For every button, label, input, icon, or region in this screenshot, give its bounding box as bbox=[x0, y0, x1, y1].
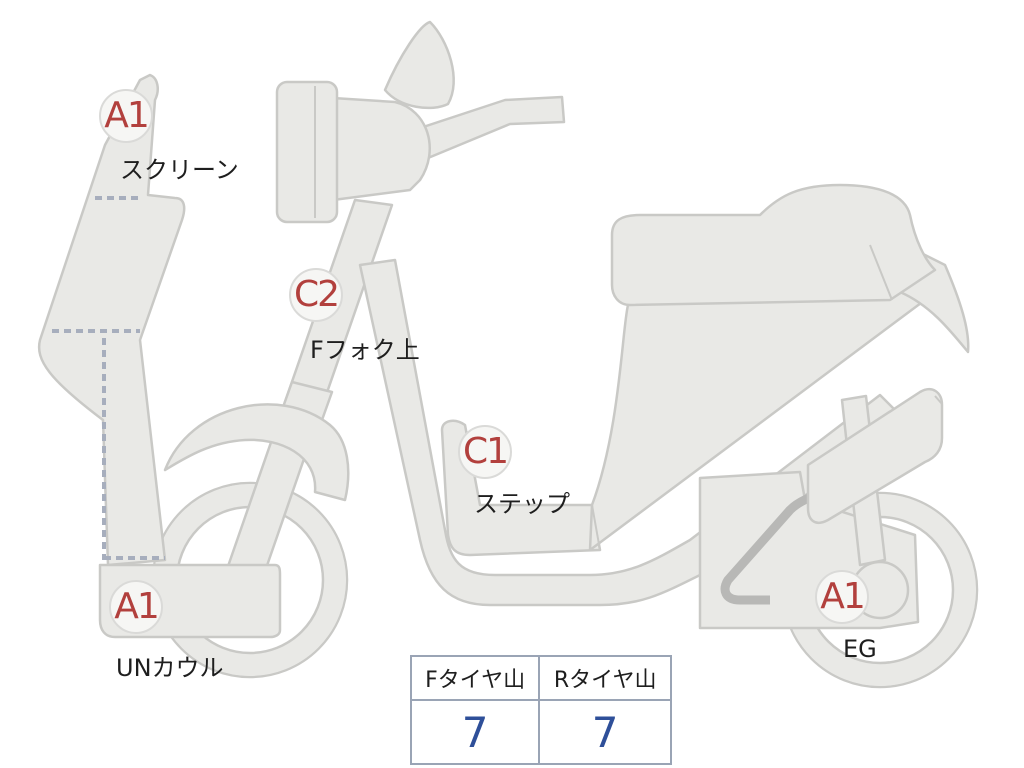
headlight-lens bbox=[275, 80, 339, 224]
marker-label-under-cowl: UNカウル bbox=[116, 654, 224, 682]
value-front-tire: 7 bbox=[409, 699, 541, 765]
muffler bbox=[806, 388, 944, 525]
header-rear-tire: Rタイヤ山 bbox=[538, 655, 672, 701]
marker-badge-screen: A1 bbox=[99, 89, 153, 143]
marker-badge-under-cowl: A1 bbox=[109, 580, 163, 634]
seat bbox=[610, 183, 937, 307]
marker-badge-step: C1 bbox=[458, 425, 512, 479]
marker-label-screen: スクリーン bbox=[120, 156, 239, 184]
marker-badge-front-fork: C2 bbox=[289, 268, 343, 322]
table-row: 7 7 bbox=[409, 699, 672, 765]
headlight bbox=[331, 96, 431, 202]
mirror bbox=[383, 20, 455, 110]
panel-boundaries bbox=[52, 196, 165, 560]
marker-label-engine: EG bbox=[843, 635, 877, 663]
marker-label-step: ステップ bbox=[474, 490, 570, 518]
front-cowl bbox=[37, 73, 186, 567]
front-fender bbox=[163, 403, 350, 502]
marker-badge-engine: A1 bbox=[815, 570, 869, 624]
marker-label-front-fork: Fフォク上 bbox=[310, 336, 420, 364]
tire-tread-table: Fタイヤ山 Rタイヤ山 7 7 bbox=[409, 655, 672, 765]
table-header-row: Fタイヤ山 Rタイヤ山 bbox=[409, 655, 672, 701]
header-front-tire: Fタイヤ山 bbox=[409, 655, 541, 701]
value-rear-tire: 7 bbox=[538, 699, 672, 765]
